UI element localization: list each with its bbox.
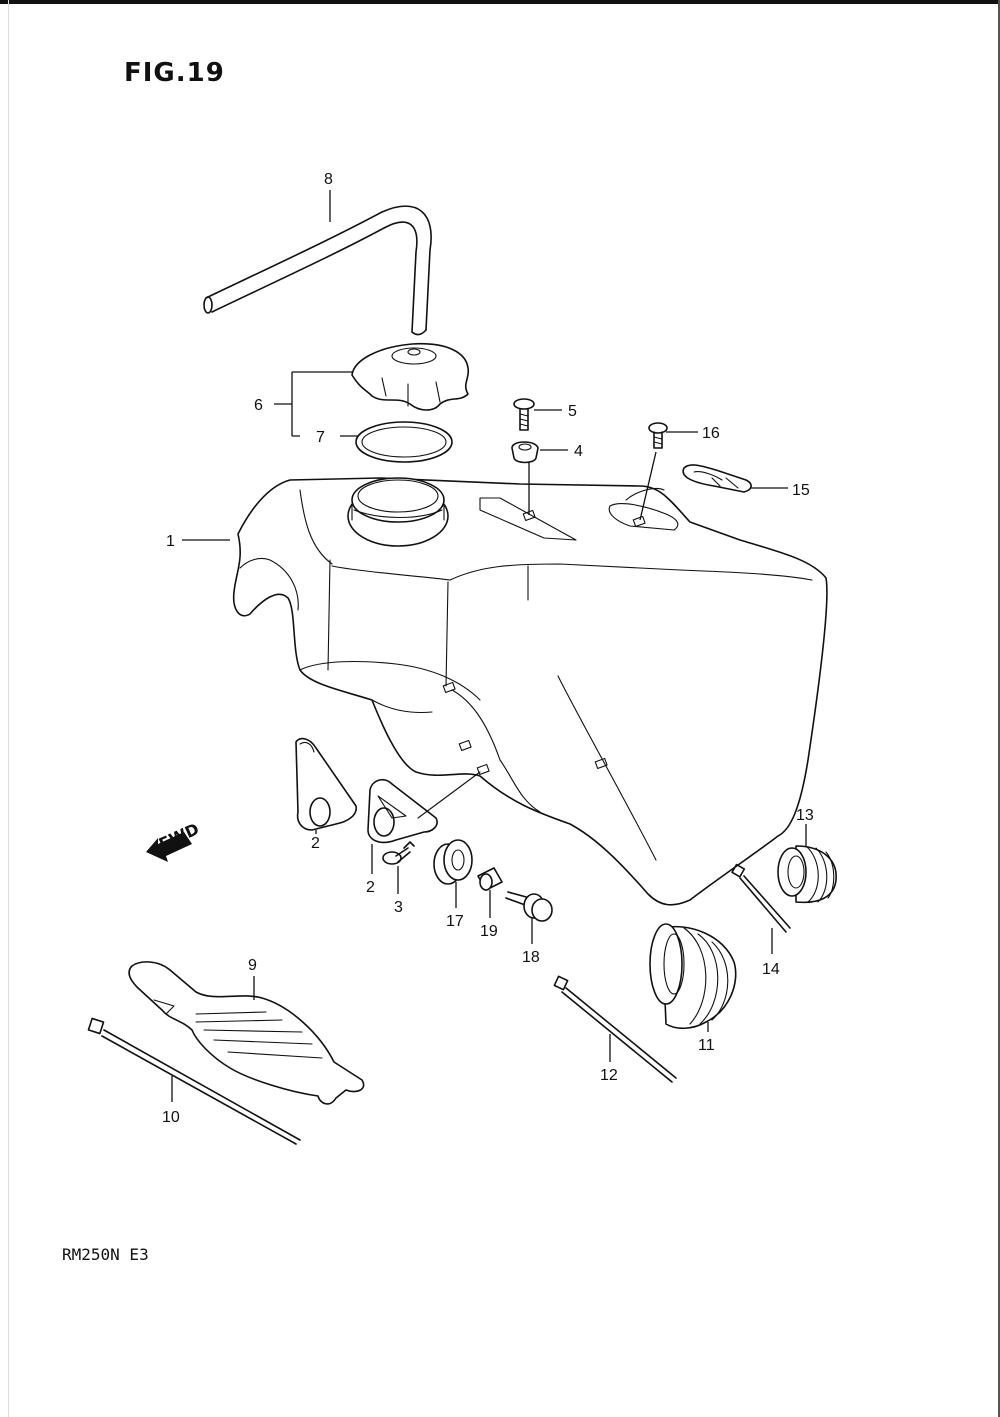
callout-9: 9 bbox=[248, 957, 257, 974]
callout-1: 1 bbox=[166, 533, 175, 550]
leader-lines bbox=[171, 190, 807, 1102]
callout-2a: 2 bbox=[311, 835, 320, 852]
tank-mount-bracket-right bbox=[367, 771, 481, 844]
breather-hose bbox=[203, 205, 432, 336]
page-border-left bbox=[8, 0, 9, 1417]
callout-19: 19 bbox=[480, 923, 498, 940]
model-code: RM250N E3 bbox=[62, 1245, 149, 1264]
figure-title: FIG.19 bbox=[124, 58, 225, 88]
spacer-19 bbox=[477, 867, 503, 891]
callout-13: 13 bbox=[796, 807, 814, 824]
callout-6: 6 bbox=[254, 397, 263, 414]
callout-16: 16 bbox=[702, 425, 720, 442]
page-border-top bbox=[0, 0, 1000, 4]
callout-15: 15 bbox=[792, 482, 810, 499]
screw-16 bbox=[648, 422, 668, 449]
callout-labels: 8 6 7 5 4 16 15 1 2 2 3 17 19 18 9 10 11… bbox=[162, 171, 814, 1126]
callout-7: 7 bbox=[316, 429, 325, 446]
cap-gasket bbox=[355, 421, 453, 463]
bracket-bolt-3 bbox=[382, 841, 415, 865]
grommet-17 bbox=[433, 839, 473, 885]
bellows-boot-small bbox=[777, 845, 837, 904]
callout-10: 10 bbox=[162, 1109, 180, 1126]
bellows-boot-large bbox=[649, 923, 737, 1030]
cable-tie-14 bbox=[731, 863, 791, 933]
callout-8: 8 bbox=[324, 171, 333, 188]
screw-5 bbox=[513, 398, 535, 431]
cable-tie-10 bbox=[87, 1017, 301, 1145]
tank-strap bbox=[128, 961, 365, 1105]
callout-14: 14 bbox=[762, 961, 780, 978]
callout-2b: 2 bbox=[366, 879, 375, 896]
clip-15 bbox=[682, 464, 752, 493]
callout-18: 18 bbox=[522, 949, 540, 966]
callout-11: 11 bbox=[698, 1037, 715, 1054]
callout-12: 12 bbox=[600, 1067, 618, 1084]
callout-17: 17 bbox=[446, 913, 464, 930]
cable-tie-12 bbox=[553, 975, 677, 1083]
forward-direction-arrow: FWD bbox=[146, 819, 202, 862]
tank-mount-bracket-left bbox=[295, 737, 357, 831]
callout-4: 4 bbox=[574, 443, 583, 460]
fuel-cap bbox=[351, 342, 470, 411]
callout-5: 5 bbox=[568, 403, 577, 420]
fuel-tank bbox=[232, 477, 828, 906]
callout-3: 3 bbox=[394, 899, 403, 916]
page-border-right bbox=[998, 0, 1000, 1417]
bolt-18 bbox=[505, 891, 553, 922]
cushion-4 bbox=[511, 441, 539, 464]
